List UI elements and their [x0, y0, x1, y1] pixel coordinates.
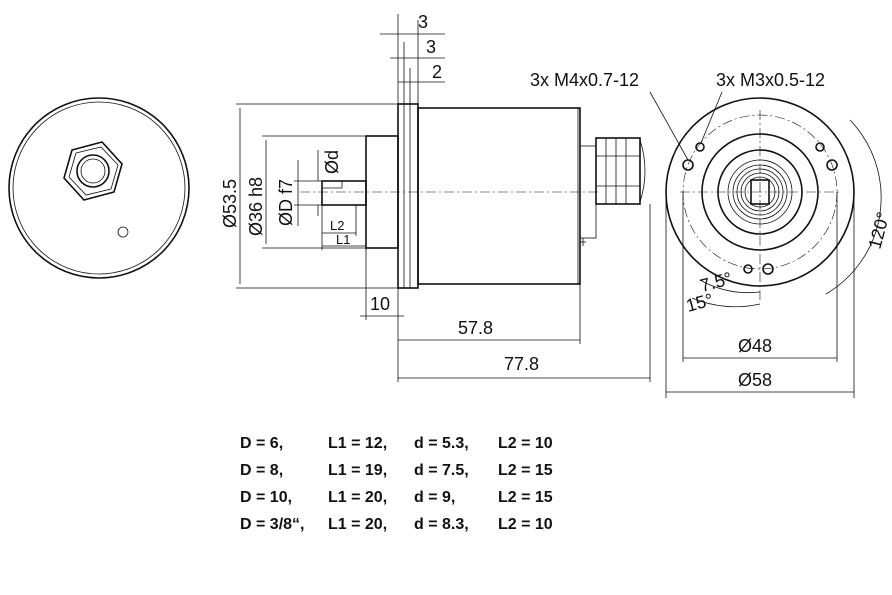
variant-D: D = 10,: [240, 489, 293, 506]
dim-angle-15: 15°: [684, 289, 715, 315]
variant-L1: L1 = 19,: [328, 462, 388, 479]
top-dimension-stack: 3 3 2: [380, 12, 445, 108]
dim-2: 2: [432, 62, 442, 82]
shaft-length-dimensions: L2 L1: [321, 205, 367, 250]
dim-dia-58: Ø58: [738, 370, 772, 390]
housing-body: [417, 107, 581, 285]
variant-L2: L2 = 10: [498, 516, 553, 533]
variant-L2: L2 = 10: [498, 435, 553, 452]
dim-10: 10: [370, 294, 390, 314]
leader-m3: [700, 91, 723, 144]
vertical-diameter-dimensions: Ø53.5 Ø36 h8 ØD f7 Ød: [220, 103, 398, 289]
variant-D: D = 8,: [240, 462, 284, 479]
variant-d: d = 5.3,: [414, 435, 469, 452]
rear-view: [8, 97, 190, 279]
dim-3-top: 3: [418, 12, 428, 32]
side-view: 3 3 2 Ø53.5 Ø36 h8 ØD f7 Ød: [220, 12, 651, 382]
variant-d: d = 8.3,: [414, 516, 469, 533]
angle-arc-120: [825, 119, 882, 295]
variant-L2: L2 = 15: [498, 489, 553, 506]
variant-row: D = 3/8“, L1 = 20, d = 8.3, L2 = 10: [240, 511, 660, 538]
dim-3-mid: 3: [426, 37, 436, 57]
rear-housing-circle: [8, 97, 190, 279]
dim-angle-120: 120°: [865, 210, 892, 251]
angle-arc-15: [691, 297, 761, 308]
dim-L2: L2: [330, 218, 344, 233]
variant-row: D = 8, L1 = 19, d = 7.5, L2 = 15: [240, 457, 660, 484]
dim-dia-36-h8: Ø36 h8: [246, 177, 266, 236]
thread-m3: 3x M3x0.5-12: [716, 70, 825, 90]
variant-d: d = 9,: [414, 489, 456, 506]
variant-L2: L2 = 15: [498, 462, 553, 479]
shaft: [321, 180, 367, 206]
variant-row: D = 6, L1 = 12, d = 5.3, L2 = 10: [240, 430, 660, 457]
variant-L1: L1 = 12,: [328, 435, 388, 452]
dim-dia-48: Ø48: [738, 336, 772, 356]
shaft-variants-table: D = 6, L1 = 12, d = 5.3, L2 = 10 D = 8, L1 =…: [240, 430, 660, 538]
thread-m4: 3x M4x0.7-12: [530, 70, 639, 90]
variant-L1: L1 = 20,: [328, 489, 388, 506]
front-view: 3x M4x0.7-12 3x M3x0.5-12 120° 7.5° 15° …: [530, 70, 892, 398]
variant-D: D = 6,: [240, 435, 284, 452]
variant-D: D = 3/8“,: [240, 516, 305, 533]
rear-small-hole: [117, 226, 129, 238]
angle-arc-7-5: [699, 279, 761, 293]
dim-dia-53-5: Ø53.5: [220, 179, 240, 228]
dim-dia-d: Ød: [322, 150, 342, 174]
cable-gland-side: [579, 137, 646, 246]
dim-57-8: 57.8: [458, 318, 493, 338]
variant-row: D = 10, L1 = 20, d = 9, L2 = 15: [240, 484, 660, 511]
dim-77-8: 77.8: [504, 354, 539, 374]
variant-L1: L1 = 20,: [328, 516, 388, 533]
flange: [397, 103, 419, 289]
leader-m4: [649, 91, 689, 161]
variant-d: d = 7.5,: [414, 462, 469, 479]
cable-gland-hex: [63, 141, 123, 201]
length-dimensions: 10 57.8 77.8: [360, 204, 651, 382]
dim-dia-D-f7: ØD f7: [276, 179, 296, 226]
rear-housing-inner-circle: [12, 101, 186, 275]
dim-L1: L1: [336, 232, 350, 247]
